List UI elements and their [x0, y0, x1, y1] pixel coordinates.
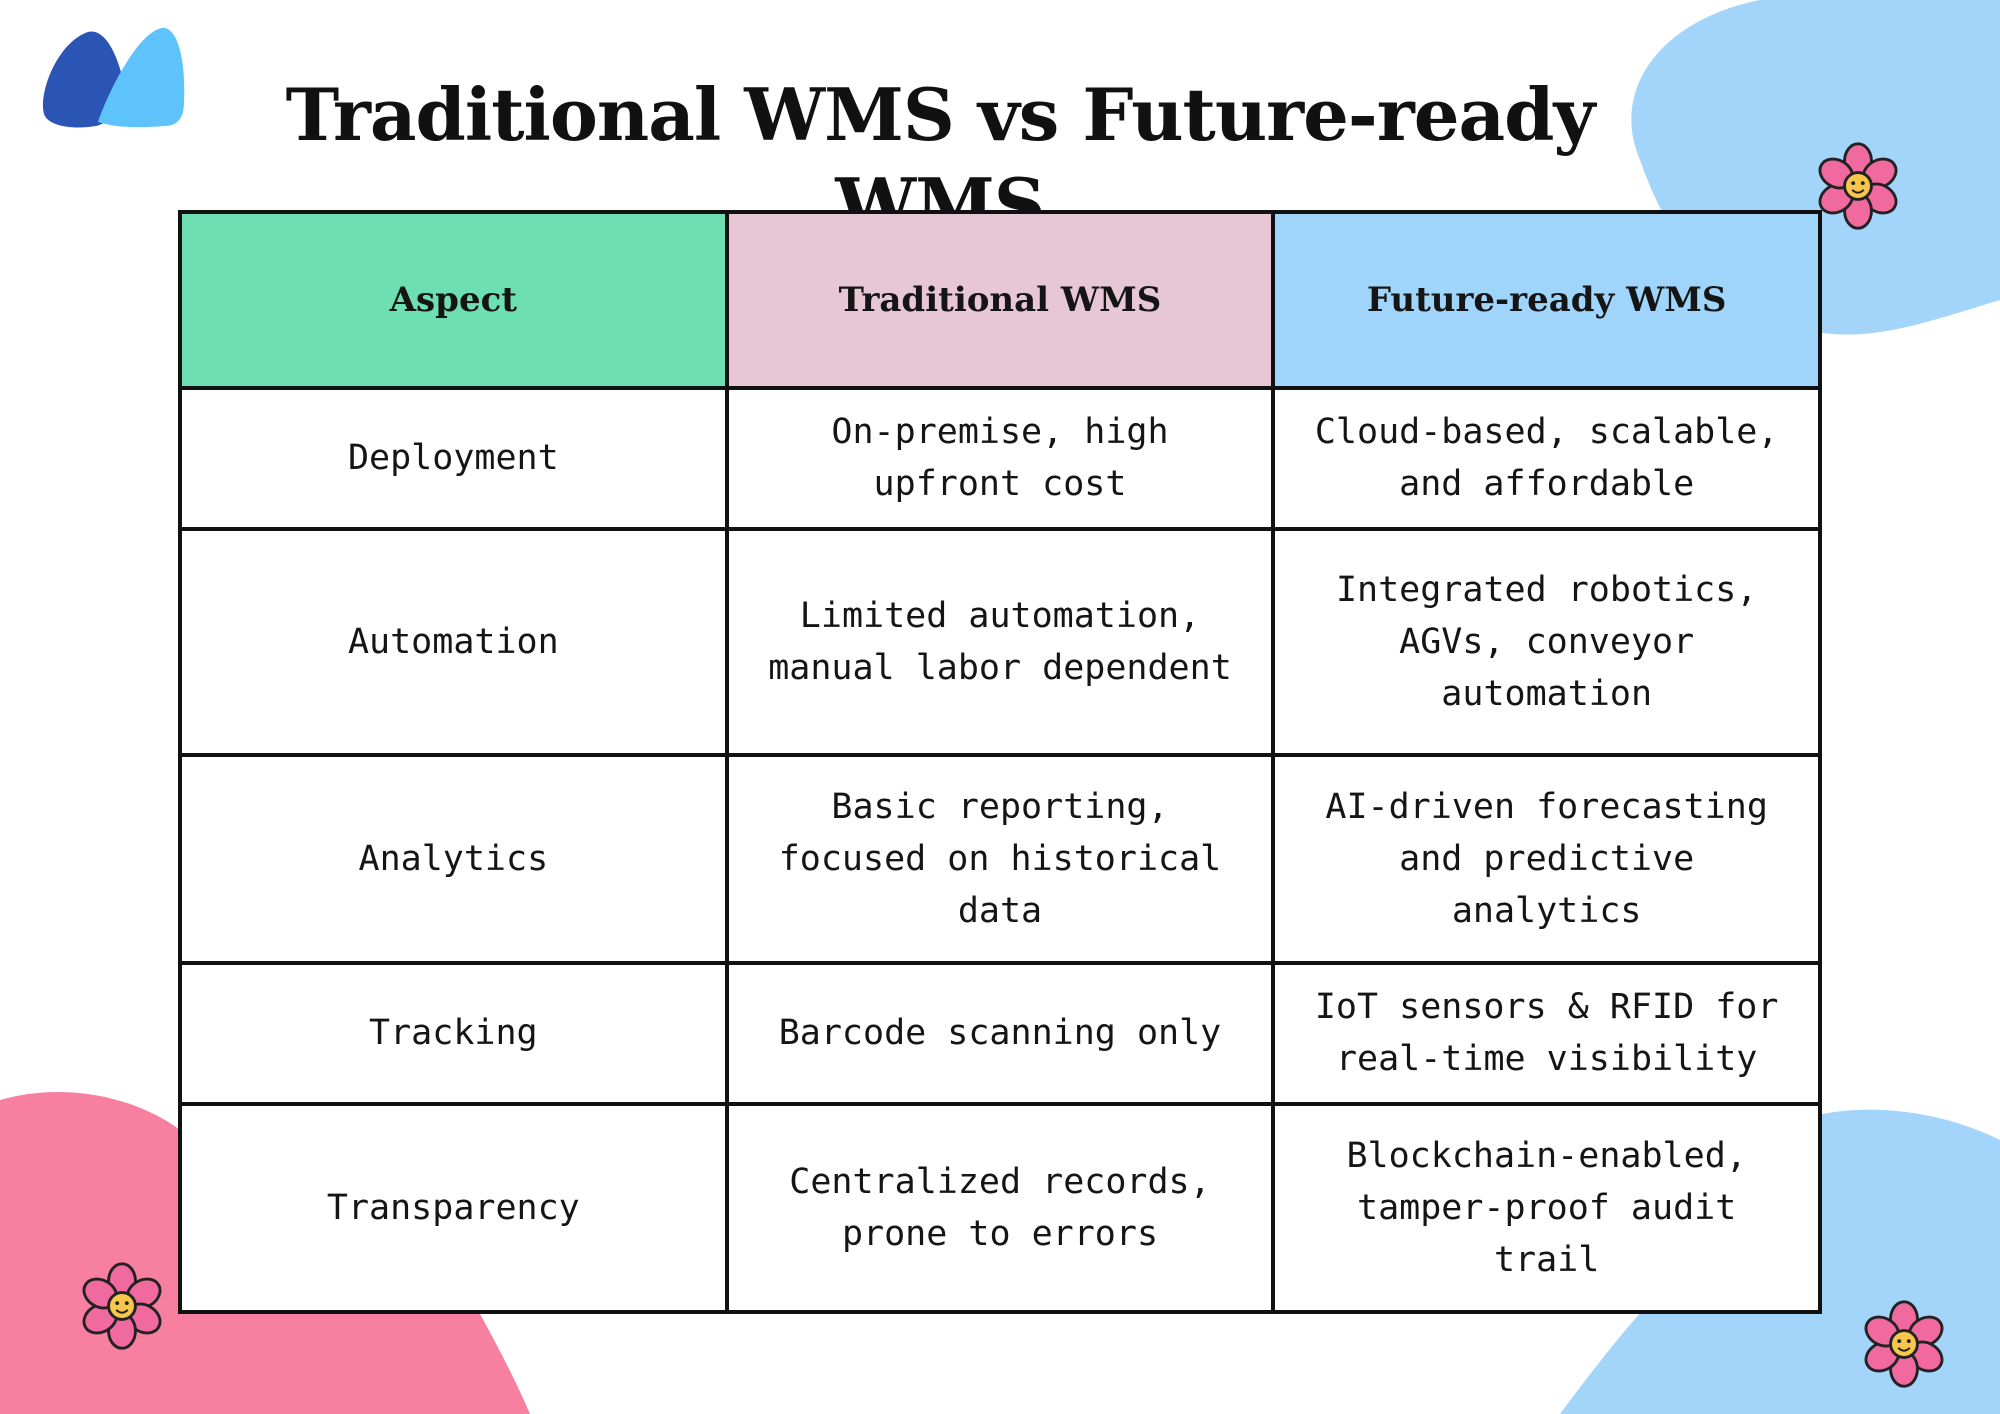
cell-aspect: Deployment	[178, 386, 729, 531]
flower-icon	[82, 1262, 162, 1350]
cell-future-ready: AI-driven forecasting and predictive ana…	[1271, 752, 1822, 965]
table-header-row: Aspect Traditional WMS Future-ready WMS	[178, 210, 1822, 390]
header-aspect: Aspect	[178, 210, 729, 390]
page-title: Traditional WMS vs Future-ready WMS	[285, 72, 1596, 247]
cell-aspect: Analytics	[178, 752, 729, 965]
cell-future-ready: Blockchain-enabled, tamper-proof audit t…	[1271, 1101, 1822, 1315]
table-row: Deployment On-premise, high upfront cost…	[178, 386, 1822, 531]
cell-traditional: On-premise, high upfront cost	[724, 386, 1276, 531]
cell-traditional: Barcode scanning only	[724, 960, 1276, 1106]
cell-future-ready: IoT sensors & RFID for real-time visibil…	[1271, 960, 1822, 1106]
cell-traditional: Limited automation, manual labor depende…	[724, 526, 1276, 757]
cell-traditional: Basic reporting, focused on historical d…	[724, 752, 1276, 965]
table-row: Transparency Centralized records, prone …	[178, 1101, 1822, 1315]
cell-aspect: Tracking	[178, 960, 729, 1106]
table-row: Automation Limited automation, manual la…	[178, 526, 1822, 757]
header-traditional-wms: Traditional WMS	[724, 210, 1276, 390]
cell-future-ready: Cloud-based, scalable, and affordable	[1271, 386, 1822, 531]
comparison-table: Aspect Traditional WMS Future-ready WMS …	[178, 210, 1822, 1315]
header-future-ready-wms: Future-ready WMS	[1271, 210, 1822, 390]
flower-icon	[1818, 142, 1898, 230]
cell-aspect: Transparency	[178, 1101, 729, 1315]
table-row: Tracking Barcode scanning only IoT senso…	[178, 960, 1822, 1106]
cell-aspect: Automation	[178, 526, 729, 757]
table-row: Analytics Basic reporting, focused on hi…	[178, 752, 1822, 965]
flower-icon	[1864, 1300, 1944, 1388]
cell-future-ready: Integrated robotics, AGVs, conveyor auto…	[1271, 526, 1822, 757]
brand-logo-icon	[42, 27, 185, 128]
cell-traditional: Centralized records, prone to errors	[724, 1101, 1276, 1315]
